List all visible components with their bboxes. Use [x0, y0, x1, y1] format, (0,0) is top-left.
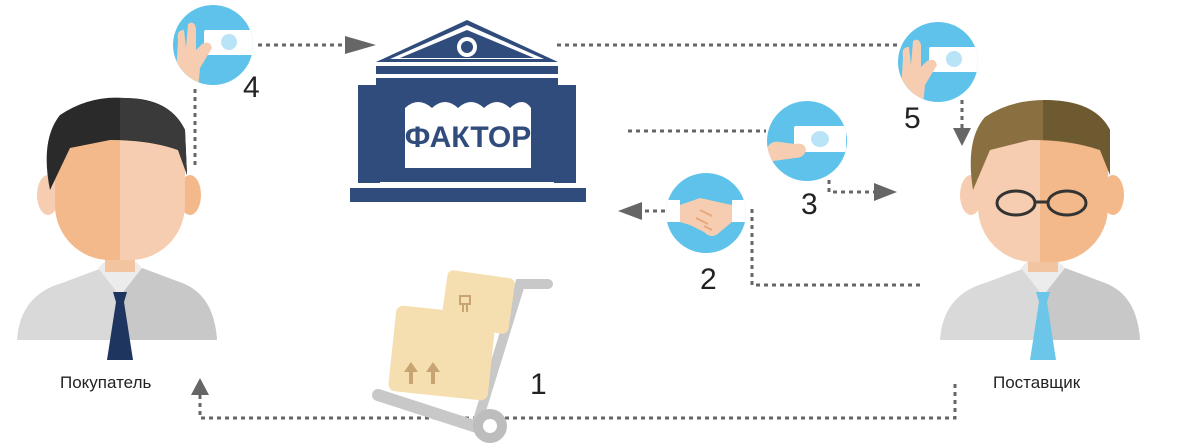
- money-hand-icon: [173, 5, 253, 85]
- person-icon: [17, 97, 217, 360]
- supplier-label: Поставщик: [993, 373, 1081, 392]
- money-hand-icon: [767, 101, 847, 181]
- money-hand-icon: [898, 22, 978, 102]
- step-number-1: 1: [530, 368, 547, 401]
- arrow-head-right-4: [345, 36, 376, 54]
- step-number-3: 3: [801, 188, 818, 221]
- person-icon: [940, 100, 1140, 360]
- buyer-hair-right: [120, 98, 187, 175]
- arrow-head-left-2: [618, 202, 642, 220]
- arrow-head-up-1: [191, 378, 209, 395]
- factor-sign: ФАКТОР: [405, 121, 532, 154]
- step-number-2: 2: [700, 263, 717, 296]
- flow-line-goods: [198, 384, 957, 420]
- arrow-head-right-3: [874, 183, 897, 201]
- handshake-icon: [666, 173, 746, 253]
- buyer-label: Покупатель: [60, 373, 152, 392]
- flow-line-step2: [750, 208, 920, 287]
- hand-truck-icon: [372, 270, 553, 443]
- flow-line-step3-right: [827, 180, 874, 194]
- step-number-4: 4: [243, 71, 260, 104]
- bank-building-icon: [350, 20, 586, 202]
- step-number-5: 5: [904, 102, 921, 135]
- arrow-head-down-5: [953, 128, 971, 146]
